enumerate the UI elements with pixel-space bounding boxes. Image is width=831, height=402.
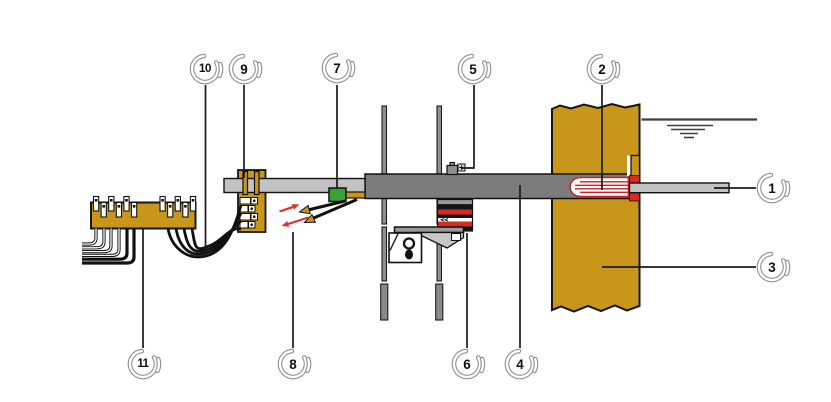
callout-number: 8: [289, 356, 297, 372]
black-signal-arrows: [298, 198, 358, 224]
callout-ring-icon: [756, 251, 791, 283]
callout-ring-icon: [457, 53, 492, 85]
gold-coupler-bar: [345, 191, 366, 199]
callout-5: 5: [454, 50, 492, 88]
mount-bracket: [393, 226, 465, 249]
callout-ring-icon: [228, 53, 263, 85]
wall-entry-seal: [627, 154, 641, 177]
callout-number: 6: [463, 356, 471, 372]
callout-number: 9: [240, 61, 248, 77]
callout-11: 11: [124, 345, 162, 383]
callout-ring-icon: [586, 53, 621, 85]
callout-number: 4: [516, 356, 524, 372]
callout-number: 2: [598, 61, 606, 77]
block-9-pins: [242, 170, 260, 196]
embankment-wall: [551, 102, 641, 313]
callout-number: 7: [333, 60, 341, 76]
leader-lines: [142, 85, 756, 348]
callout-ring-icon: [504, 348, 539, 380]
callout-1: 1: [753, 169, 791, 207]
support-posts: [380, 105, 444, 321]
callout-8: 8: [274, 345, 312, 383]
cables-left: [82, 228, 136, 265]
callout-4: 4: [501, 345, 539, 383]
callout-6: 6: [448, 345, 486, 383]
callout-7: 7: [318, 49, 356, 87]
callout-number: 10: [199, 63, 211, 75]
callout-number: 5: [469, 61, 477, 77]
block-11-pins: [92, 195, 197, 218]
callout-number: 3: [768, 259, 776, 275]
callout-ring-icon: [451, 348, 486, 380]
block-9-connectors: [239, 197, 258, 229]
pendulum-unit: [388, 232, 423, 264]
callout-9: 9: [225, 50, 263, 88]
callout-2: 2: [583, 50, 621, 88]
callout-number: 1: [768, 180, 776, 196]
callout-ring-icon: [189, 53, 224, 85]
callout-3: 3: [753, 248, 791, 286]
red-signal-arrows: [279, 204, 309, 227]
callout-number: 11: [137, 358, 149, 370]
callout-ring-icon: [321, 52, 356, 84]
callout-ring-icon: [756, 172, 791, 204]
callout-10: 10: [186, 50, 224, 88]
callout-ring-icon: [127, 348, 162, 380]
callout-ring-icon: [277, 348, 312, 380]
drill-head: [569, 176, 630, 198]
green-sensor-block: [328, 187, 347, 203]
water-level-icon: [641, 118, 757, 139]
